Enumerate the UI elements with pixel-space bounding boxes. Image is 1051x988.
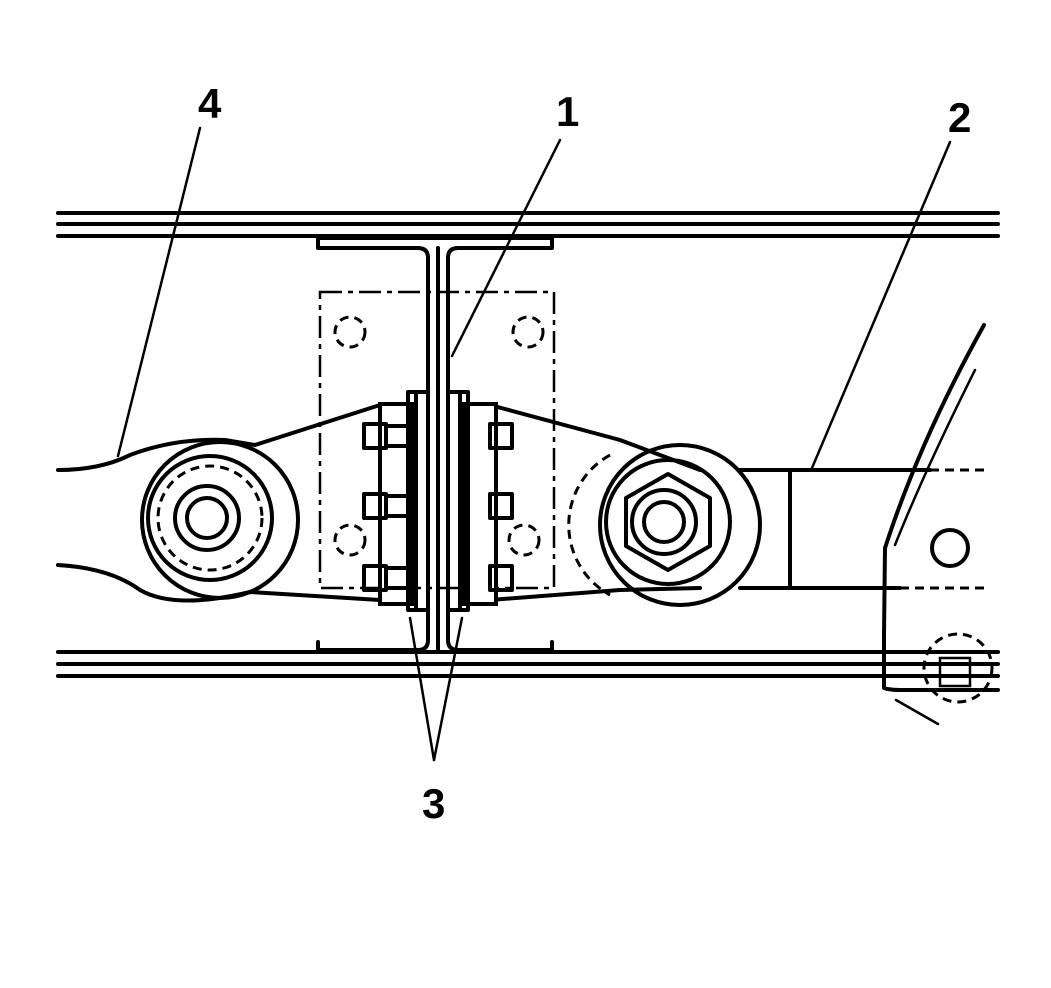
left-link-arm bbox=[56, 403, 382, 603]
leader-lines bbox=[116, 126, 952, 762]
bracket-outline-dashed bbox=[318, 290, 556, 590]
callout-2: 2 bbox=[948, 94, 971, 141]
upper-frame-rail bbox=[56, 211, 1000, 238]
callout-4: 4 bbox=[198, 80, 222, 127]
clamp-bolts bbox=[362, 422, 514, 592]
lower-frame-rail bbox=[56, 650, 1000, 678]
callout-1: 1 bbox=[556, 88, 579, 135]
callout-3: 3 bbox=[422, 780, 445, 827]
clamp-plates bbox=[378, 390, 498, 612]
body-panel-edge bbox=[882, 323, 1000, 726]
right-link-arm bbox=[488, 403, 762, 607]
tube-bar bbox=[738, 468, 985, 590]
